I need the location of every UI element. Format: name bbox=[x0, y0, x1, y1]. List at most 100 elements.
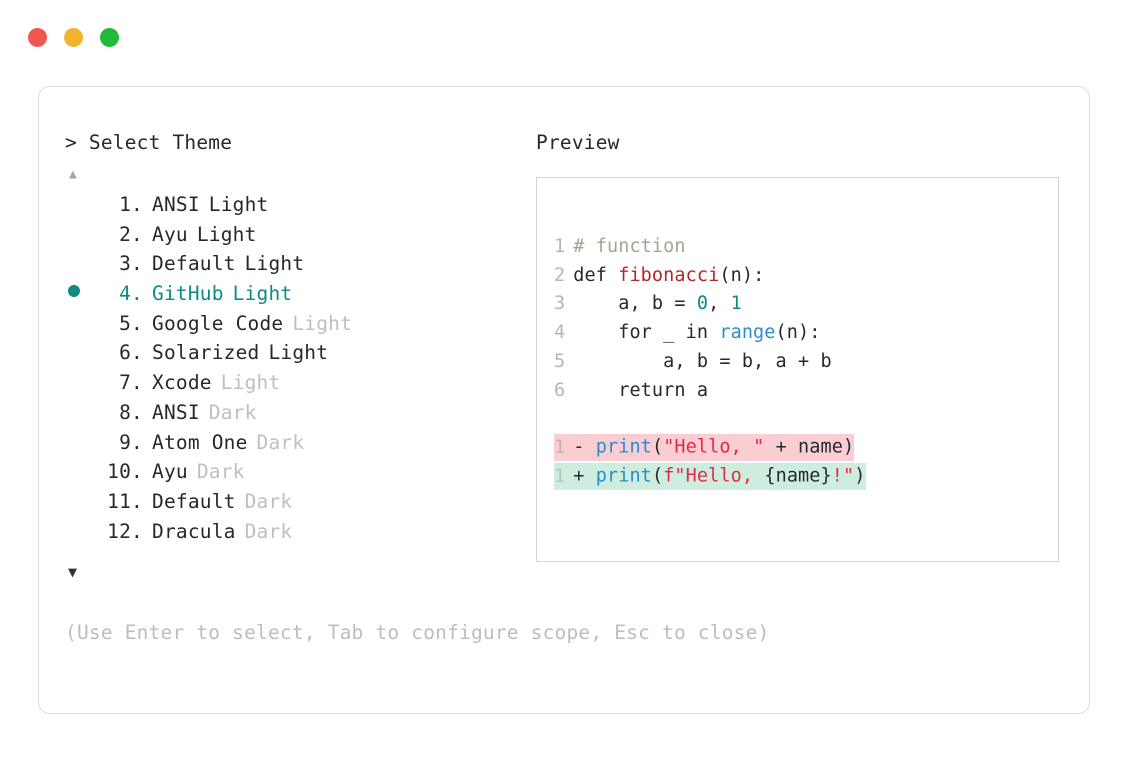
window-controls bbox=[28, 28, 119, 47]
theme-item-name: Default bbox=[152, 252, 236, 276]
diff-token: "Hello, " bbox=[663, 436, 765, 458]
code-line-number: 1 bbox=[554, 236, 566, 257]
diff-token: ) bbox=[854, 465, 866, 487]
theme-item-variant: Light bbox=[220, 371, 281, 395]
theme-item-index: 5. bbox=[119, 311, 143, 335]
diff-highlight: 1+ print(f"Hello, {name}!") bbox=[554, 463, 866, 491]
close-button[interactable] bbox=[28, 28, 47, 47]
theme-list-item[interactable]: 11. Default Dark bbox=[65, 490, 535, 520]
theme-item-name: Google Code bbox=[152, 311, 284, 335]
theme-item-variant: Light bbox=[208, 193, 269, 216]
theme-item-index: 9. bbox=[119, 430, 143, 454]
theme-item-index: 8. bbox=[119, 400, 143, 424]
diff-line-number: 1 bbox=[554, 436, 566, 458]
code-spacer bbox=[554, 405, 1058, 434]
theme-item-variant: Light bbox=[244, 252, 305, 276]
diff-token: + name) bbox=[764, 436, 855, 458]
code-token: a, b = b, a + b bbox=[573, 350, 832, 372]
theme-item-name: ANSI bbox=[152, 193, 200, 216]
code-line: 4 for _ in range(n): bbox=[554, 319, 1058, 348]
code-token: , bbox=[708, 293, 731, 315]
code-token: a, b = bbox=[573, 293, 697, 315]
theme-item-variant: Dark bbox=[244, 489, 293, 513]
diff-token: print bbox=[595, 465, 652, 487]
theme-item-name: GitHub bbox=[152, 282, 224, 306]
theme-item-variant: Dark bbox=[244, 519, 293, 543]
code-line-number: 6 bbox=[554, 379, 566, 401]
diff-token: print bbox=[595, 436, 652, 458]
scroll-down-arrow-icon[interactable]: ▼ bbox=[68, 563, 78, 582]
theme-list-item[interactable]: 6. Solarized Light bbox=[65, 341, 535, 371]
theme-item-variant: Light bbox=[292, 311, 353, 335]
code-token: range bbox=[719, 322, 776, 344]
theme-list-item[interactable]: 12. Dracula Dark bbox=[65, 520, 535, 550]
code-line-number: 3 bbox=[554, 293, 566, 315]
theme-item-variant: Light bbox=[268, 341, 329, 365]
code-line: 1 # function bbox=[554, 233, 1058, 262]
code-line: 6 return a bbox=[554, 377, 1058, 406]
maximize-button[interactable] bbox=[100, 28, 119, 47]
theme-item-index: 7. bbox=[119, 371, 143, 395]
diff-block: 1- print("Hello, " + name)1+ print(f"Hel… bbox=[554, 434, 1058, 491]
code-token: fibonacci bbox=[618, 264, 720, 286]
theme-item-name: Default bbox=[152, 489, 236, 513]
theme-item-variant: Dark bbox=[256, 430, 305, 454]
theme-list-item[interactable]: 9. Atom One Dark bbox=[65, 431, 535, 461]
theme-item-name: ANSI bbox=[152, 400, 200, 424]
diff-token: {name} bbox=[764, 465, 832, 487]
code-token: 1 bbox=[730, 293, 742, 315]
code-token: def bbox=[573, 264, 619, 286]
selected-bullet-dot bbox=[68, 285, 80, 298]
theme-list-item[interactable]: 2. Ayu Light bbox=[65, 223, 535, 253]
diff-token: !" bbox=[831, 465, 855, 487]
theme-item-index: 12. bbox=[107, 519, 143, 543]
theme-item-name: Atom One bbox=[152, 430, 248, 454]
diff-highlight: 1- print("Hello, " + name) bbox=[554, 434, 855, 462]
code-token: (n): bbox=[775, 322, 821, 344]
code-line: 2 def fibonacci(n): bbox=[554, 262, 1058, 291]
theme-item-variant: Dark bbox=[196, 460, 245, 484]
code-line-number: 2 bbox=[554, 264, 566, 286]
select-theme-prompt: > Select Theme bbox=[65, 131, 233, 154]
theme-item-index: 10. bbox=[107, 460, 143, 484]
theme-list-item[interactable]: 8. ANSI Dark bbox=[65, 401, 535, 431]
minimize-button[interactable] bbox=[64, 28, 83, 47]
code-line: 5 a, b = b, a + b bbox=[554, 348, 1058, 377]
theme-item-name: Dracula bbox=[152, 519, 236, 543]
diff-sign: + bbox=[573, 465, 596, 487]
theme-item-name: Ayu bbox=[152, 222, 188, 246]
theme-item-index: 4. bbox=[119, 282, 143, 306]
code-line-number: 4 bbox=[554, 322, 566, 344]
code-token: # function bbox=[573, 236, 686, 257]
keyboard-hint-text: (Use Enter to select, Tab to configure s… bbox=[65, 621, 770, 645]
diff-line-number: 1 bbox=[554, 465, 566, 487]
theme-list-item[interactable]: 3. Default Light bbox=[65, 252, 535, 282]
theme-item-variant: Dark bbox=[208, 400, 257, 424]
theme-item-name: Solarized bbox=[152, 341, 260, 365]
code-line-number: 5 bbox=[554, 350, 566, 372]
code-token: (n): bbox=[719, 264, 765, 286]
theme-list-item[interactable]: 5. Google Code Light bbox=[65, 312, 535, 342]
theme-item-index: 2. bbox=[119, 222, 143, 246]
diff-token: ( bbox=[651, 436, 664, 458]
theme-item-index: 11. bbox=[107, 489, 143, 513]
diff-token: f"Hello, bbox=[663, 465, 765, 487]
scroll-up-arrow-icon[interactable]: ▲ bbox=[69, 167, 77, 182]
code-token: return a bbox=[573, 379, 709, 401]
diff-sign: - bbox=[573, 436, 596, 458]
diff-line-add: 1+ print(f"Hello, {name}!") bbox=[554, 463, 1058, 492]
theme-item-variant: Light bbox=[196, 222, 257, 246]
theme-item-index: 6. bbox=[119, 341, 143, 365]
theme-item-index: 3. bbox=[119, 252, 143, 276]
